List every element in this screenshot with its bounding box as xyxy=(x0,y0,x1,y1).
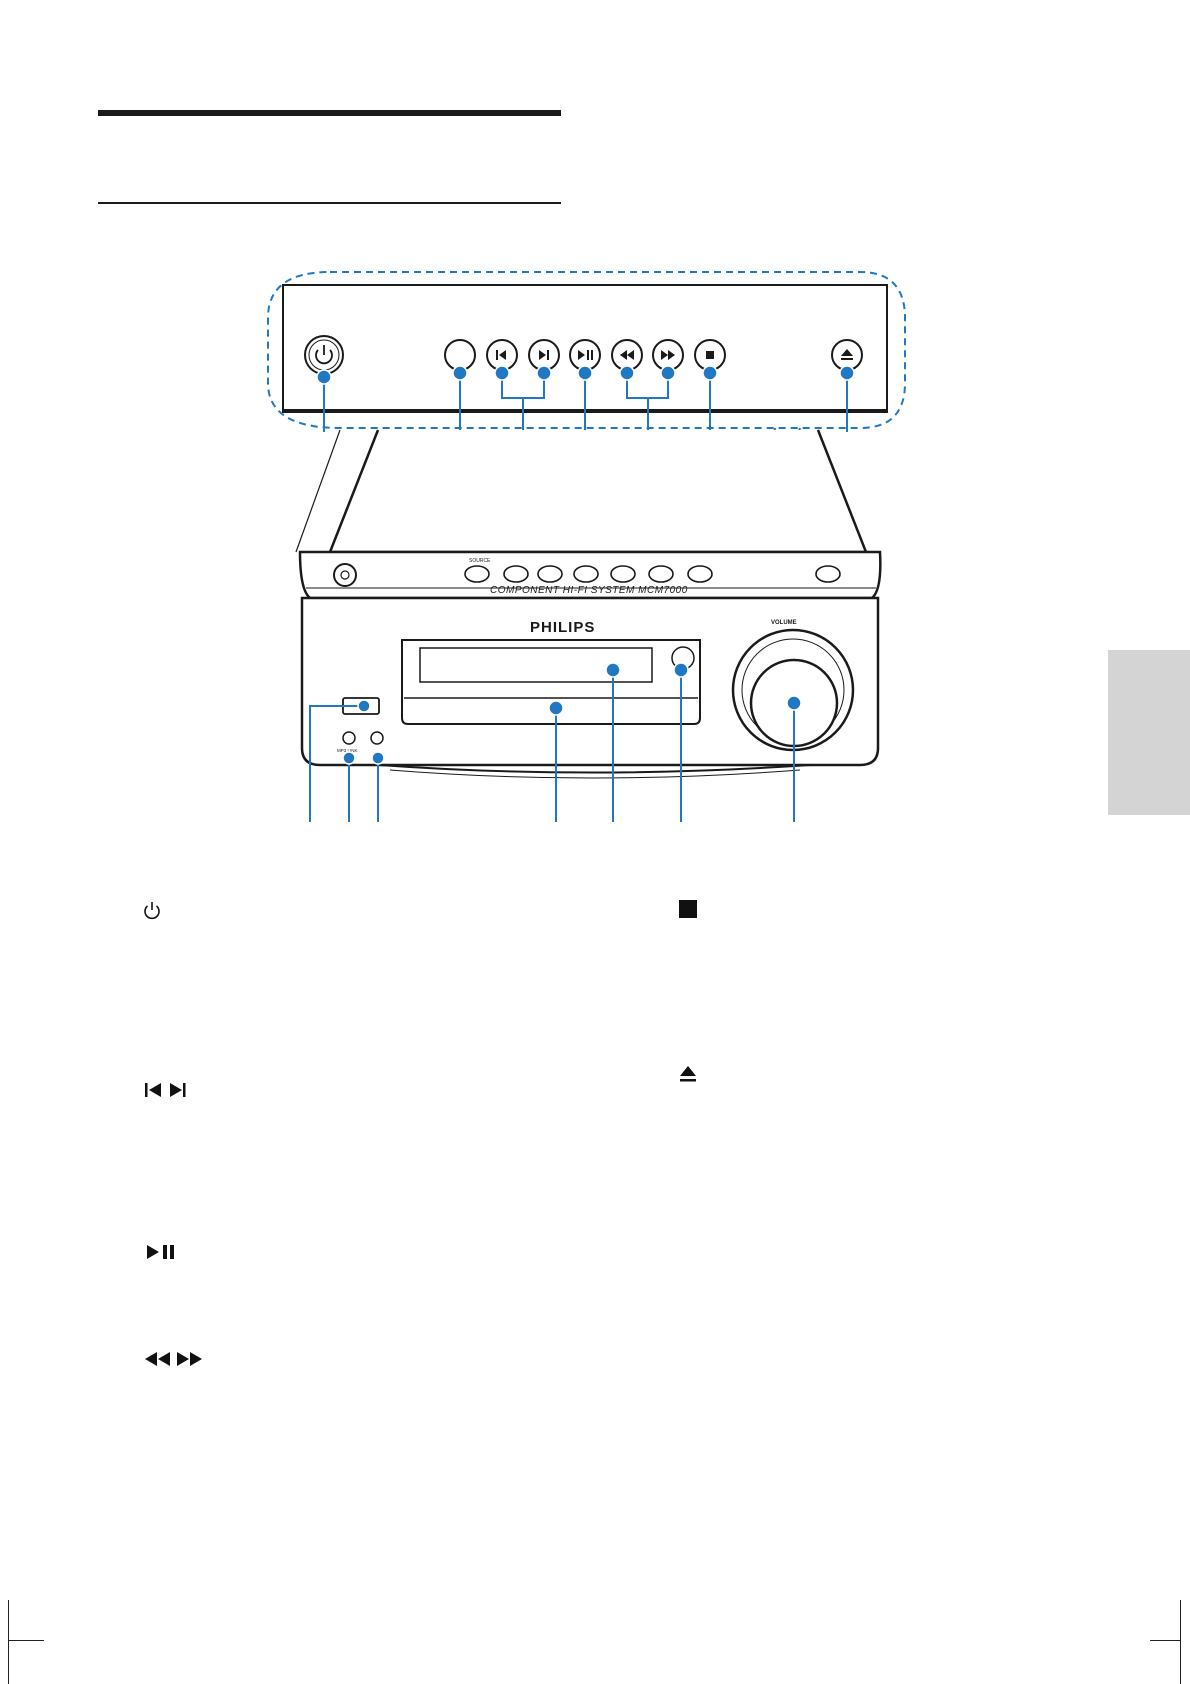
zoom-forward-button xyxy=(652,339,684,371)
crop-mark-right-h xyxy=(1150,1640,1180,1641)
zoom-power-button xyxy=(304,335,344,375)
top-callout-lines xyxy=(323,373,848,432)
rewind-forward-icon xyxy=(145,1352,202,1366)
crop-mark-left-h xyxy=(8,1640,44,1641)
stop-icon xyxy=(679,900,697,918)
power-icon xyxy=(144,902,160,920)
eject-icon xyxy=(680,1066,696,1082)
zoom-rewind-button xyxy=(611,339,643,371)
strip-source-text: SOURCE xyxy=(469,558,491,564)
zoom-play-pause-button xyxy=(569,339,601,371)
mp3-link-text: MP3 LINK xyxy=(337,748,358,753)
mp3-link-jack xyxy=(342,731,356,745)
device-figure: SOURCE COMPONENT HI-FI SYSTEM MCM7000 PH… xyxy=(267,271,906,822)
top-callout-dots xyxy=(316,365,855,385)
device-top-surface xyxy=(328,429,868,554)
crop-mark-right-v xyxy=(1180,1600,1181,1684)
crop-mark-left-v xyxy=(8,1600,9,1684)
section-rule-top xyxy=(98,110,561,116)
volume-text: VOLUME xyxy=(771,620,797,626)
prev-next-icon xyxy=(145,1083,186,1097)
bottom-callout-dots xyxy=(342,662,802,765)
section-rule-bottom xyxy=(98,202,561,204)
brand-logo: PHILIPS xyxy=(530,619,595,636)
zoom-dashed-outline xyxy=(267,271,906,429)
side-tab xyxy=(1108,650,1190,815)
model-text: COMPONENT HI-FI SYSTEM MCM7000 xyxy=(490,585,688,596)
play-pause-icon xyxy=(147,1245,174,1259)
headphone-jack xyxy=(370,731,384,745)
